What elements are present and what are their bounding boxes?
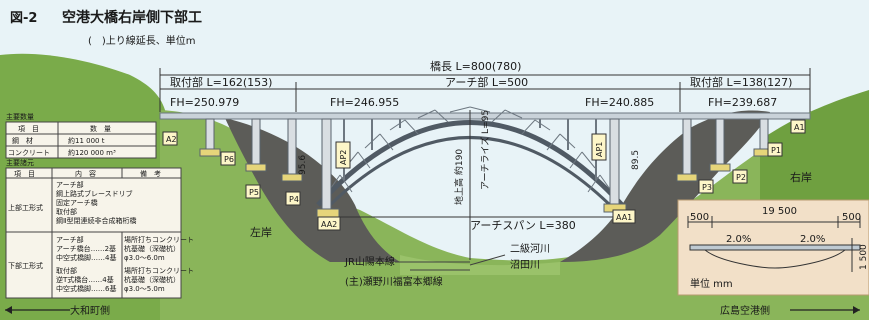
figure-title: 空港大橋右岸側下部工	[62, 9, 202, 26]
direction-left: 大和町側	[70, 304, 110, 317]
figure-number: 図-2	[10, 11, 37, 26]
section-depth: 1 500	[859, 244, 869, 270]
direction-right: 広島空港側	[720, 304, 770, 317]
arch-span-dim-label: アーチ部 L=500	[445, 75, 528, 89]
spec-sup-line: 取付部	[56, 207, 77, 216]
road-label: (主)瀬野川福富本郷線	[345, 275, 443, 288]
spec-sub-line: 中空式橋脚……4基	[56, 253, 116, 262]
support-p1: P1	[771, 146, 781, 155]
figure-subtitle: ( )上り線延長、単位m	[88, 34, 196, 47]
spec-sub-note: φ3.0～6.0m	[124, 254, 165, 262]
spec-sup-line: アーチ部	[56, 180, 84, 189]
qty-row-steel-label: 鋼 材	[12, 136, 33, 145]
spec-sup-line: 固定アーチ橋	[56, 198, 98, 207]
spec-sub-note: 杭基礎（深礎杭）	[124, 275, 180, 284]
fh-a2: FH=250.979	[170, 96, 239, 109]
spec-header-item: 項 目	[14, 170, 35, 178]
river-class-label: 二級河川	[510, 242, 550, 255]
spec-sub-note: φ3.0～5.0m	[124, 285, 165, 293]
support-aa2: AA2	[321, 220, 337, 229]
qty-row-concrete-value: 約120 000 m³	[68, 148, 116, 157]
support-labels: A2 P6 P5 P4 AP2 AA2 AA1 AP1 P3 P2 P1 A1	[162, 119, 806, 231]
support-a1: A1	[794, 123, 805, 132]
rise-label: アーチライズ L=95	[479, 110, 491, 190]
spec-sub-note: 杭基礎（深礎杭）	[124, 244, 180, 253]
quantity-table	[5, 121, 157, 159]
fh-ap1: FH=240.885	[585, 96, 654, 109]
support-ap1: AP1	[595, 142, 604, 157]
quantity-table-title: 主要数量	[6, 112, 34, 121]
left-rock	[225, 118, 400, 262]
section-width-left: 500	[690, 212, 709, 223]
support-a2: A2	[166, 135, 177, 144]
right-hill	[760, 90, 869, 210]
height-right: 89.5	[631, 150, 641, 170]
left-bank-label: 左岸	[250, 226, 272, 239]
spec-sup-line: 鋼上路式ブレースドリブ	[56, 189, 133, 198]
total-length-label: 橋長 L=800(780)	[430, 59, 521, 73]
support-p5: P5	[249, 188, 259, 197]
qty-row-concrete-label: コンクリート	[8, 149, 50, 157]
support-aa1: AA1	[616, 213, 632, 222]
fh-a1: FH=239.687	[708, 96, 777, 109]
spec-sub-line: 逆T式橋台……4基	[56, 275, 114, 284]
height-left: 95.6	[298, 155, 308, 175]
section-slope-right: 2.0%	[800, 234, 825, 245]
arch-span-label: アーチスパン L=380	[470, 219, 576, 232]
qty-header-item: 項 目	[18, 125, 39, 133]
qty-row-steel-value: 約11 000 t	[68, 136, 105, 145]
spec-header-content: 内 容	[75, 169, 96, 178]
railway-label: JR山陽本線	[344, 255, 395, 268]
spec-sub-line: アーチ橋台……2基	[56, 244, 116, 253]
height-label: 地上高 約190	[453, 149, 465, 205]
footings	[199, 148, 775, 218]
section-width-right: 500	[842, 212, 861, 223]
qty-header-value: 数 量	[90, 124, 111, 133]
spec-header-note: 備 考	[140, 169, 161, 178]
spec-sup-name: 上部工形式	[8, 203, 43, 212]
support-p4: P4	[289, 195, 299, 204]
spec-sub-name: 下部工形式	[8, 261, 43, 270]
section-unit: 単位 mm	[690, 277, 733, 290]
spec-sub-line: アーチ部	[56, 235, 84, 244]
support-p6: P6	[224, 155, 234, 164]
spec-table	[5, 167, 182, 299]
section-width-middle: 19 500	[762, 206, 797, 217]
fh-ap2: FH=246.955	[330, 96, 399, 109]
spec-sub-note: 場所打ちコンクリート	[124, 266, 194, 275]
spec-sub-note: 場所打ちコンクリート	[124, 235, 194, 244]
spec-table-title: 主要諸元	[6, 158, 34, 167]
left-span-label: 取付部 L=162(153)	[170, 75, 272, 89]
support-ap2: AP2	[339, 150, 348, 165]
spec-sub-line: 中空式橋脚……6基	[56, 284, 116, 293]
piers	[205, 118, 769, 210]
support-p3: P3	[702, 183, 712, 192]
spec-sup-line: 鋼Ⅱ型閉連続非合成箱桁橋	[56, 216, 136, 225]
river-name-label: 沼田川	[510, 258, 540, 271]
spec-sub-line: 取付部	[56, 266, 77, 275]
dimension-lines	[159, 68, 811, 260]
support-p2: P2	[736, 173, 746, 182]
cross-section	[687, 216, 861, 272]
section-slope-left: 2.0%	[726, 234, 751, 245]
right-span-label: 取付部 L=138(127)	[690, 75, 792, 89]
right-bank-label: 右岸	[790, 170, 812, 184]
